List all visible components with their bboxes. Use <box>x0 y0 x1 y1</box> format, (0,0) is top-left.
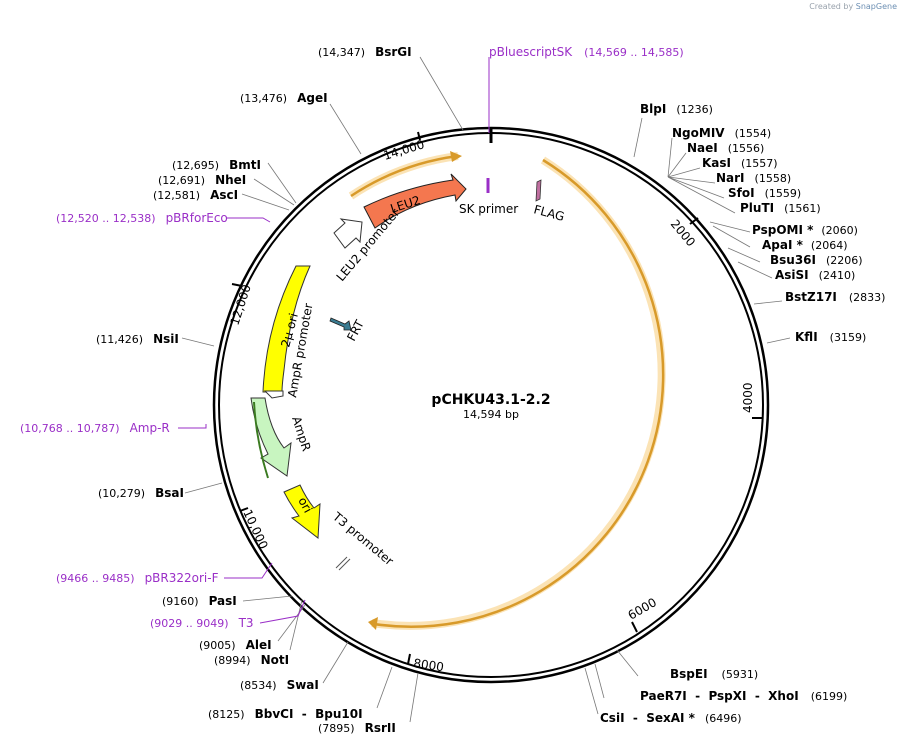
primer-pbrforeco: (12,520 .. 12,538)pBRforEco <box>56 211 228 225</box>
orf-tracks <box>348 151 666 630</box>
created-by-credit: Created by SnapGene <box>809 2 897 11</box>
enzyme-naei: NaeI(1556) <box>687 141 764 155</box>
enzyme-swai: (8534)SwaI <box>240 678 319 692</box>
enzyme-asci: (12,581)AscI <box>153 188 238 202</box>
t3-promoter-mark-2 <box>338 558 351 571</box>
two-micron-ori-arrow <box>262 265 311 393</box>
plasmid-center-label: pCHKU43.1-2.2 14,594 bp <box>431 392 550 421</box>
tick-4000: 4000 <box>741 382 755 413</box>
t3-promoter-label: T3 promoter <box>329 509 396 568</box>
ampr-promoter-arrow <box>263 390 284 399</box>
enzyme-nsii: (11,426)NsiI <box>96 332 179 346</box>
leu2-arrow <box>363 173 467 229</box>
primer-t3: (9029 .. 9049)T3 <box>150 616 254 630</box>
tick-8000-mark <box>407 653 411 665</box>
orf-arrow-head-top <box>450 151 462 162</box>
enzyme-bbvci-bpu10i: (8125)BbvCI - Bpu10I <box>208 707 363 721</box>
orf-arrow-head-bottom <box>368 617 378 630</box>
flag-arrow <box>535 179 542 202</box>
flag-label: FLAG <box>532 202 566 224</box>
ori-label: ori <box>295 495 315 515</box>
enzyme-blpi: BlpI(1236) <box>640 102 713 116</box>
tick-6000-mark <box>631 621 638 633</box>
primer-leaders <box>178 57 490 624</box>
enzyme-bsu36i: Bsu36I(2206) <box>770 253 863 267</box>
enzyme-apai: ApaI *(2064) <box>762 238 847 252</box>
enzyme-pluti: PluTI(1561) <box>740 201 821 215</box>
enzyme-pasi: (9160)PasI <box>162 594 237 608</box>
sk-primer-label: SK primer <box>459 202 518 216</box>
tick-2000-mark <box>689 217 699 225</box>
enzyme-bmti: (12,695)BmtI <box>172 158 261 172</box>
plasmid-length: 14,594 bp <box>463 408 519 421</box>
enzyme-rsrii: (7895)RsrII <box>318 721 396 735</box>
tick-12000-mark <box>231 283 243 287</box>
snapgene-brand: SnapGene <box>855 2 897 11</box>
enzyme-csii-sexai: CsiI - SexAI *(6496) <box>600 711 742 725</box>
orf-arc-right <box>373 158 665 628</box>
primer-amp-r: (10,768 .. 10,787)Amp-R <box>20 421 170 435</box>
enzyme-bsai: (10,279)BsaI <box>98 486 184 500</box>
enzyme-asisi: AsiSI(2410) <box>775 268 855 282</box>
enzyme-agei: (13,476)AgeI <box>240 91 328 105</box>
credit-prefix: Created by <box>809 2 854 11</box>
frt-label: FRT <box>344 317 367 343</box>
plasmid-backbone <box>212 126 770 684</box>
enzyme-noti: (8994)NotI <box>214 653 289 667</box>
features: LEU2 LEU2 promoter 2µ ori AmpR promoter … <box>250 173 566 571</box>
frt-arrow <box>329 317 352 331</box>
enzyme-leaders <box>181 56 791 723</box>
enzyme-paer7i-pspxi-xhoi: PaeR7I - PspXI - XhoI(6199) <box>640 689 847 703</box>
enzyme-bstz17i: BstZ17I(2833) <box>785 290 885 304</box>
enzymes-left: (10,279)BsaI (11,426)NsiI (12,581)AscI (… <box>96 45 412 500</box>
enzyme-nhei: (12,691)NheI <box>158 173 246 187</box>
t3-promoter-mark-1 <box>335 556 348 569</box>
tick-6000: 6000 <box>626 595 659 622</box>
orf-arc-top <box>350 154 459 198</box>
enzymes-right: BlpI(1236) NgoMIV(1554) NaeI(1556) KasI(… <box>640 102 885 344</box>
tick-14000-mark <box>417 131 421 141</box>
leu2-promoter-arrow <box>333 218 363 249</box>
enzyme-kfli: KflI(3159) <box>795 330 866 344</box>
primer-pbr322ori-f: (9466 .. 9485)pBR322ori-F <box>56 571 219 585</box>
enzyme-ngomiv: NgoMIV(1554) <box>672 126 771 140</box>
enzyme-bspei: BspEI(5931) <box>670 667 758 681</box>
primer-labels: pBluescriptSK(14,569 .. 14,585) (12,520 … <box>20 45 684 630</box>
tick-10000-mark <box>239 507 249 512</box>
enzyme-kasi: KasI(1557) <box>702 156 778 170</box>
ori-arrow <box>283 484 321 539</box>
tick-8000: 8000 <box>413 656 445 674</box>
ampr-inner-track <box>253 401 269 479</box>
enzyme-alei: (9005)AleI <box>199 638 272 652</box>
enzyme-sfoi: SfoI(1559) <box>728 186 801 200</box>
plasmid-name: pCHKU43.1-2.2 <box>431 392 550 408</box>
enzymes-bottom: BspEI(5931) PaeR7I - PspXI - XhoI(6199) … <box>162 594 847 735</box>
primer-pbluescriptsk: pBluescriptSK(14,569 .. 14,585) <box>489 45 684 59</box>
enzyme-bsrgi: (14,347)BsrGI <box>318 45 412 59</box>
enzyme-nari: NarI(1558) <box>716 171 791 185</box>
enzyme-pspomi: PspOMI *(2060) <box>752 223 858 237</box>
ampr-label: AmpR <box>289 415 313 453</box>
